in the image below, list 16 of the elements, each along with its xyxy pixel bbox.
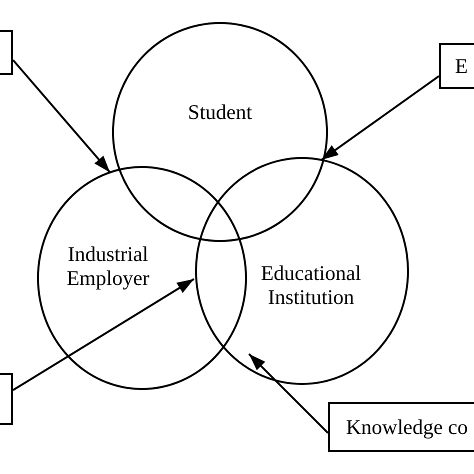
callout-box (328, 402, 474, 452)
arrow (12, 278, 195, 392)
callout-box (439, 43, 474, 89)
set-label: Educational Institution (260, 261, 362, 309)
arrow (12, 59, 111, 174)
callout-text: Knowledge co (346, 415, 468, 439)
venn-circle (112, 22, 328, 242)
venn-circle (37, 166, 247, 390)
set-label: Student (186, 100, 254, 124)
venn-circle (195, 157, 409, 385)
arrow (248, 353, 329, 434)
callout-box (0, 373, 13, 425)
callout-text: E (455, 54, 468, 78)
arrow (320, 75, 440, 161)
callout-box (0, 30, 13, 75)
set-label: Industrial Employer (66, 242, 150, 290)
